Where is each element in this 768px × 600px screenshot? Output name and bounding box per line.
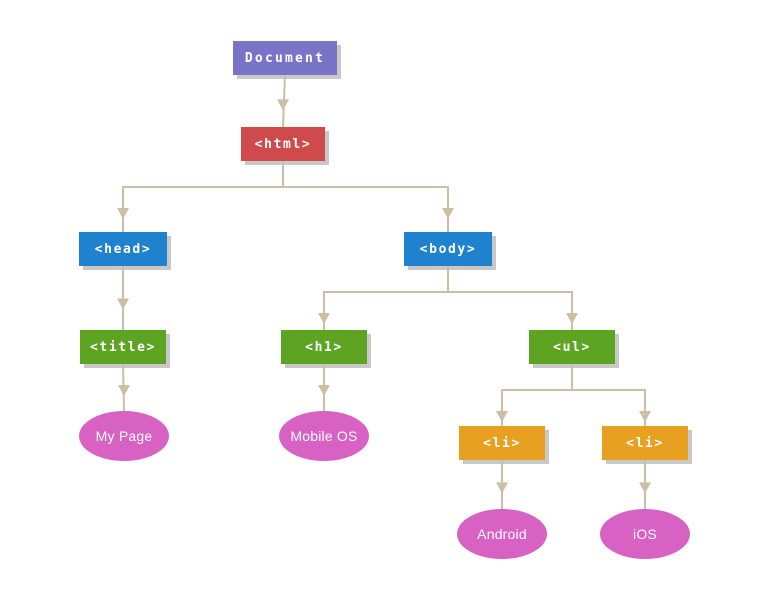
node-li-2[interactable]: <li> (602, 426, 688, 460)
node-h1[interactable]: <h1> (281, 330, 367, 364)
arrowhead-ul-to-li-1 (496, 411, 508, 422)
node-document[interactable]: Document (233, 41, 337, 75)
node-html[interactable]: <html> (241, 127, 325, 161)
arrowhead-ul-to-li-2 (639, 411, 651, 422)
edge-html-to-head (122, 161, 284, 232)
node-label-document: Document (244, 50, 326, 66)
arrowhead-body-to-h1 (318, 313, 330, 324)
edge-body-to-ul (447, 266, 573, 330)
edge-document-to-html (282, 74, 286, 128)
arrowhead-head-to-title (117, 298, 129, 310)
edge-body-to-h1 (323, 266, 449, 330)
arrowhead-li-2-to-ios (639, 482, 651, 494)
node-text-ios[interactable]: iOS (600, 509, 690, 559)
node-label-head: <head> (94, 241, 152, 257)
node-label-li-1: <li> (483, 435, 521, 451)
edge-ul-to-li-2 (571, 364, 646, 426)
node-label-html: <html> (254, 136, 312, 152)
node-label-body: <body> (419, 241, 477, 257)
node-label-ul: <ul> (553, 339, 591, 355)
node-label-text-mobile-os: Mobile OS (290, 428, 358, 444)
arrowhead-li-1-to-android (496, 482, 508, 494)
arrowhead-h1-to-mobile-os (318, 384, 330, 396)
node-title[interactable]: <title> (80, 330, 166, 364)
node-label-li-2: <li> (626, 435, 664, 451)
arrowhead-html-to-head (117, 208, 129, 219)
node-text-my-page[interactable]: My Page (79, 411, 169, 461)
arrowhead-title-to-my-page (118, 384, 130, 396)
arrowhead-body-to-ul (566, 313, 578, 324)
arrowhead-document-to-html (277, 99, 289, 111)
node-label-text-android: Android (477, 526, 527, 542)
node-ul[interactable]: <ul> (529, 330, 615, 364)
edge-title-to-my-page (122, 363, 125, 412)
node-label-text-ios: iOS (633, 526, 657, 542)
node-label-title: <title> (90, 339, 156, 355)
node-text-android[interactable]: Android (457, 509, 547, 559)
arrowhead-html-to-body (442, 208, 454, 219)
node-head[interactable]: <head> (79, 232, 167, 266)
node-label-h1: <h1> (305, 339, 343, 355)
node-label-text-my-page: My Page (95, 428, 153, 444)
edge-ul-to-li-1 (501, 364, 573, 426)
node-text-mobile-os[interactable]: Mobile OS (279, 411, 369, 461)
node-body[interactable]: <body> (404, 232, 492, 266)
node-li-1[interactable]: <li> (459, 426, 545, 460)
edge-html-to-body (282, 161, 449, 232)
